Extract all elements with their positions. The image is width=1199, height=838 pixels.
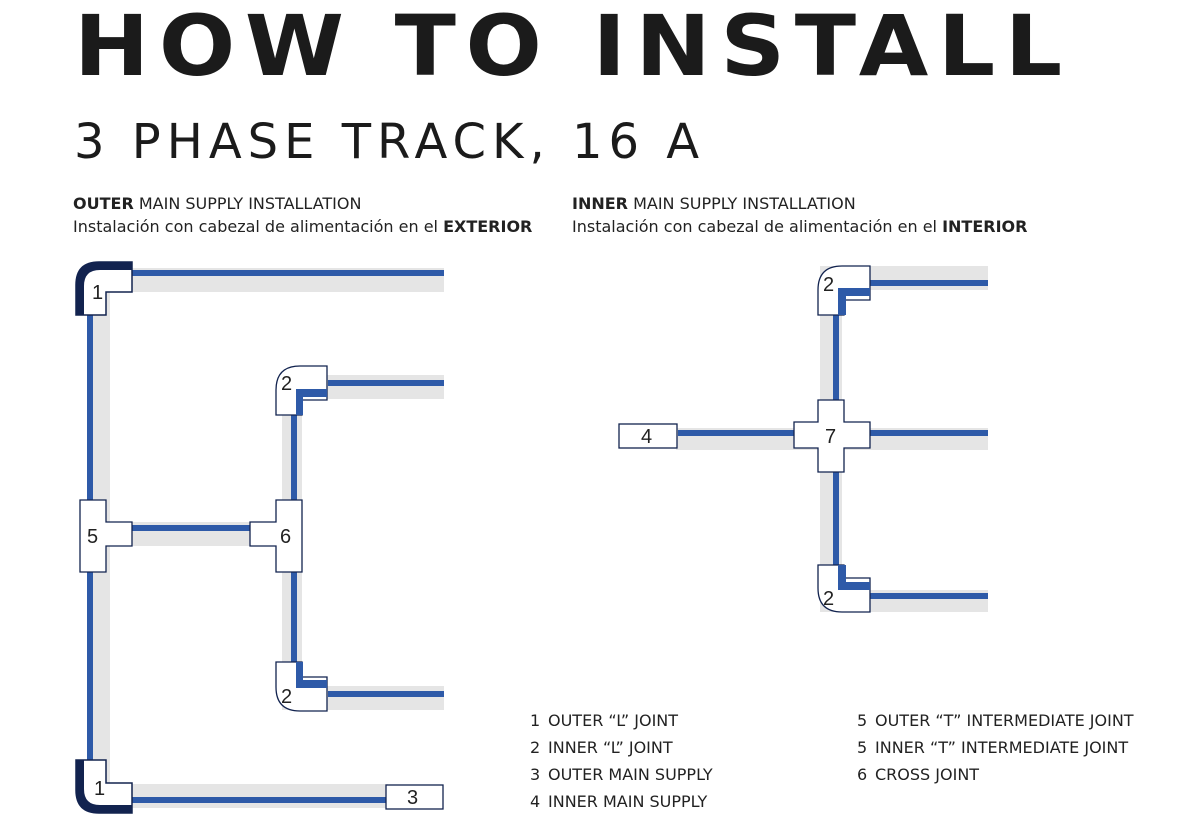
- inner-l-joint-left-lower-label: 2: [281, 686, 292, 708]
- outer-l-joint-top-bar: [76, 262, 132, 315]
- inner-heading-bold: INNER: [572, 194, 628, 213]
- inner-spanish-text: Instalación con cabezal de alimentación …: [572, 217, 943, 236]
- inner-main-supply-label: 4: [641, 426, 652, 448]
- legend-text: OUTER “L” JOINT: [548, 711, 679, 730]
- inner-l-joint-left-lower: 2: [275, 661, 328, 712]
- t-joint-five-shell: [79, 499, 133, 573]
- legend-item: 1 OUTER “L” JOINT: [530, 707, 713, 734]
- inner-l-joint-right-upper: 2: [817, 265, 871, 316]
- outer-heading-rest: MAIN SUPPLY INSTALLATION: [133, 194, 362, 213]
- inner-main-supply-box: [618, 423, 678, 449]
- t-joint-five-label: 5: [87, 526, 98, 548]
- inner-l-joint-left-lower-bar: [296, 662, 327, 688]
- inner-l-joint-right-upper-bar: [838, 288, 870, 315]
- legend-text: OUTER “T” INTERMEDIATE JOINT: [875, 711, 1134, 730]
- legend-num: 5: [857, 711, 868, 730]
- inner-l-joint-right-upper-label: 2: [823, 274, 834, 296]
- inner-heading-line: INNER MAIN SUPPLY INSTALLATION: [572, 192, 1027, 215]
- inner-l-joint-right-lower-label: 2: [823, 588, 834, 610]
- outer-l-joint-bottom: 1: [75, 759, 133, 814]
- inner-l-joint-left-upper-bar: [296, 389, 327, 415]
- legend-num: 5: [857, 738, 868, 757]
- legend-num: 2: [530, 738, 541, 757]
- page-title: HOW TO INSTALL: [74, 0, 1072, 95]
- inner-spanish-line: Instalación con cabezal de alimentación …: [572, 215, 1027, 238]
- outer-heading-line: OUTER MAIN SUPPLY INSTALLATION: [73, 192, 532, 215]
- inner-main-supply: 4: [618, 423, 678, 449]
- outer-spanish-bold: EXTERIOR: [443, 217, 533, 236]
- outer-main-supply: 3: [385, 784, 444, 810]
- cross-joint-label: 7: [825, 426, 836, 448]
- outer-l-joint-bottom-label: 1: [94, 778, 105, 800]
- legend-num: 4: [530, 792, 541, 811]
- inner-l-joint-right-lower: 2: [817, 564, 871, 613]
- inner-track-blue: [678, 280, 988, 599]
- legend-text: CROSS JOINT: [875, 765, 980, 784]
- track-grey-bottom: [88, 784, 388, 808]
- t-joint-six-shell: [249, 499, 303, 573]
- outer-spanish-text: Instalación con cabezal de alimentación …: [73, 217, 444, 236]
- cross-joint-shell: [793, 399, 871, 473]
- page-subtitle: 3 PHASE TRACK, 16 A: [74, 114, 706, 170]
- outer-main-supply-box: [385, 784, 444, 810]
- legend-num: 6: [857, 765, 868, 784]
- t-joint-five: 5: [79, 499, 133, 573]
- inner-spanish-bold: INTERIOR: [942, 217, 1028, 236]
- outer-spanish-line: Instalación con cabezal de alimentación …: [73, 215, 532, 238]
- inner-section-heading: INNER MAIN SUPPLY INSTALLATION Instalaci…: [572, 192, 1027, 238]
- outer-heading-bold: OUTER: [73, 194, 134, 213]
- legend-item: 5 OUTER “T” INTERMEDIATE JOINT: [857, 707, 1134, 734]
- legend-text: INNER “T” INTERMEDIATE JOINT: [875, 738, 1129, 757]
- legend-num: 1: [530, 711, 541, 730]
- t-joint-six-label: 6: [280, 526, 291, 548]
- legend-item: 6 CROSS JOINT: [857, 761, 1134, 788]
- t-joint-six: 6: [249, 499, 303, 573]
- outer-section-heading: OUTER MAIN SUPPLY INSTALLATION Instalaci…: [73, 192, 532, 238]
- legend-item: 3 OUTER MAIN SUPPLY: [530, 761, 713, 788]
- legend-text: INNER “L” JOINT: [548, 738, 673, 757]
- inner-heading-rest: MAIN SUPPLY INSTALLATION: [627, 194, 856, 213]
- legend-item: 4 INNER MAIN SUPPLY: [530, 788, 713, 815]
- outer-main-supply-label: 3: [407, 787, 418, 809]
- cross-joint: 7: [793, 399, 871, 473]
- legend-left: 1 OUTER “L” JOINT 2 INNER “L” JOINT 3 OUTER…: [530, 707, 713, 815]
- inner-l-joint-left-upper-label: 2: [281, 373, 292, 395]
- legend-text: OUTER MAIN SUPPLY: [548, 765, 713, 784]
- legend-text: INNER MAIN SUPPLY: [548, 792, 708, 811]
- legend-num: 3: [530, 765, 541, 784]
- outer-l-joint-top: 1: [75, 261, 133, 316]
- legend-item: 5 INNER “T” INTERMEDIATE JOINT: [857, 734, 1134, 761]
- outer-l-joint-top-label: 1: [92, 282, 103, 304]
- inner-l-joint-left-upper: 2: [275, 365, 328, 416]
- inner-l-joint-right-lower-bar: [838, 565, 870, 590]
- legend-item: 2 INNER “L” JOINT: [530, 734, 713, 761]
- outer-l-joint-bottom-bar: [76, 760, 132, 813]
